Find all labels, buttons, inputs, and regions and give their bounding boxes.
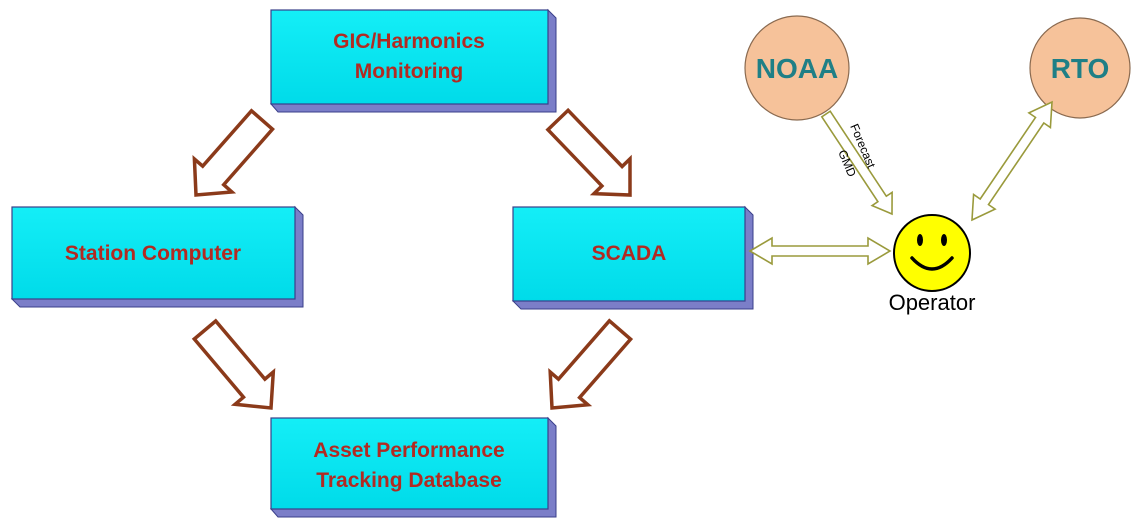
gic-harmonics-label-line2: Monitoring <box>355 60 463 83</box>
arrow-scada-to-asset <box>548 318 634 410</box>
station-computer-label: Station Computer <box>65 242 241 265</box>
rto-node: RTO <box>1029 17 1131 119</box>
operator-label: Operator <box>889 290 976 315</box>
arrow-noaa-to-operator <box>820 110 893 216</box>
arrow-scada-operator <box>748 236 892 266</box>
scada-node: SCADA <box>511 205 754 310</box>
asset-performance-label-line2: Tracking Database <box>316 469 502 492</box>
smiley-icon <box>893 214 971 292</box>
noaa-label: NOAA <box>756 53 838 84</box>
arrow-station-to-asset <box>191 318 276 410</box>
gic-harmonics-label-line1: GIC/Harmonics <box>333 30 485 53</box>
arrow-operator-rto <box>971 100 1053 222</box>
gic-harmonics-node: GIC/Harmonics Monitoring <box>269 8 557 113</box>
rto-label: RTO <box>1051 53 1110 84</box>
station-computer-node: Station Computer <box>10 205 304 308</box>
asset-performance-label-line1: Asset Performance <box>313 439 504 462</box>
arrow-gic-to-scada <box>545 107 632 197</box>
arrow-gic-to-station <box>192 108 275 197</box>
asset-performance-node: Asset Performance Tracking Database <box>269 416 557 518</box>
noaa-node: NOAA <box>744 15 850 121</box>
scada-label: SCADA <box>592 242 667 265</box>
operator-node: Operator <box>889 214 976 315</box>
